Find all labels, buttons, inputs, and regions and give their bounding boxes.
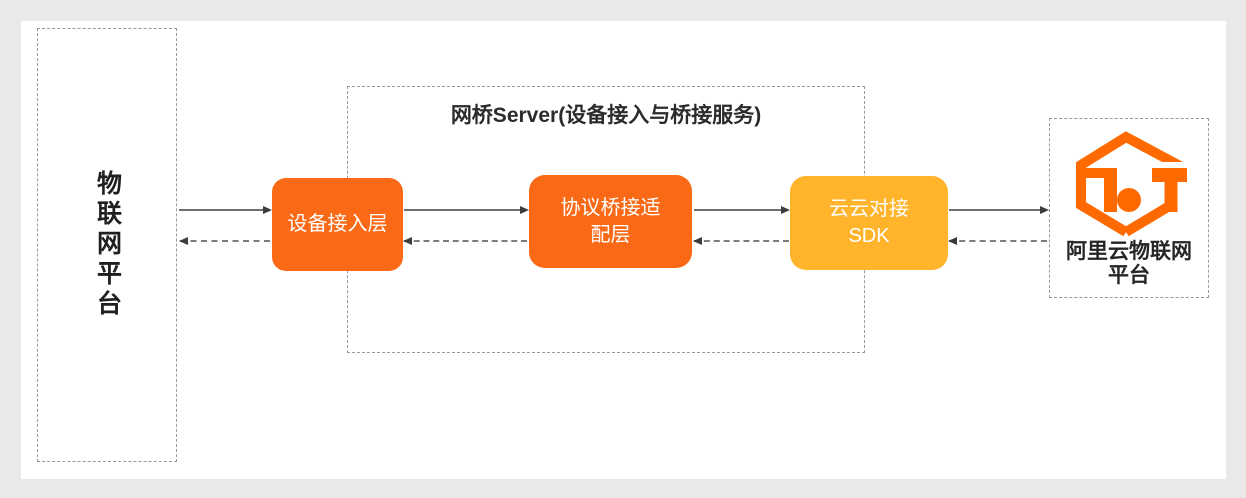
arrow-access-to-protocol-solid [404, 206, 529, 214]
iot-platform-label: 物联网平台 [93, 170, 122, 320]
node-cloud-to-cloud-sdk-label: 云云对接 SDK [829, 198, 909, 247]
arrow-protocol-to-sdk-solid [694, 206, 790, 214]
arrow-sdk-to-protocol-dashed [693, 237, 789, 245]
aliyun-iot-platform-node: 阿里云物联网 平台 [1049, 118, 1209, 298]
arrow-aliyun-to-sdk-dashed [948, 237, 1047, 245]
node-protocol-bridge-adapter-layer-label: 协议桥接适 配层 [560, 196, 661, 246]
arrow-platform-to-access-solid [179, 206, 272, 214]
arrow-sdk-to-aliyun-solid [949, 206, 1049, 214]
aliyun-iot-platform-label: 阿里云物联网 平台 [1066, 240, 1192, 287]
node-device-access-layer: 设备接入层 [272, 178, 403, 271]
node-cloud-to-cloud-sdk: 云云对接 SDK [790, 176, 948, 270]
node-protocol-bridge-adapter-layer: 协议桥接适 配层 [529, 175, 692, 268]
arrow-protocol-to-access-dashed [403, 237, 527, 245]
node-device-access-layer-label: 设备接入层 [287, 213, 388, 235]
aliyun-iot-logo-icon [1076, 131, 1192, 237]
arrow-access-to-platform-dashed [179, 237, 270, 245]
bridge-server-title: 网桥Server(设备接入与桥接服务) [450, 104, 762, 127]
iot-platform-node: 物联网平台 [37, 28, 177, 462]
